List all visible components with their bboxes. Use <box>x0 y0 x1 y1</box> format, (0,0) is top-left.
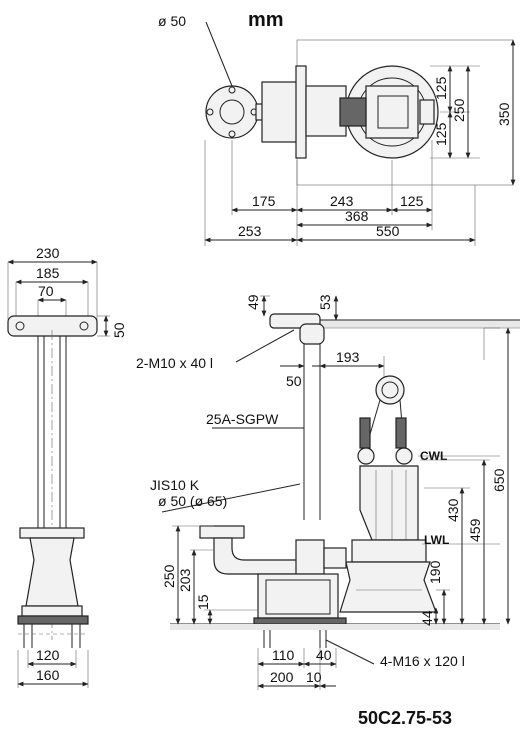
pump-motor <box>359 465 419 541</box>
front-dim-203: 203 <box>177 568 193 592</box>
front-dim-430: 430 <box>445 498 461 522</box>
front-dim-110: 110 <box>272 647 295 663</box>
front-dim-650: 650 <box>491 468 507 492</box>
front-dim-193: 193 <box>336 349 360 365</box>
dim-125-h: 125 <box>400 193 424 209</box>
front-dim-40: 40 <box>316 647 332 663</box>
plan-view: ø 50 mm 175 243 125 368 253 550 125 125 … <box>158 9 516 246</box>
unit-label: mm <box>248 9 284 31</box>
model-number: 50C2.75-53 <box>358 708 452 728</box>
side-dim-160: 160 <box>36 667 60 683</box>
front-dim-53: 53 <box>317 294 333 310</box>
front-dim-250: 250 <box>161 564 177 588</box>
side-dim-120: 120 <box>36 647 60 663</box>
side-dim-185: 185 <box>36 265 60 281</box>
label-cwl: CWL <box>420 449 447 463</box>
side-dim-70: 70 <box>38 283 54 299</box>
dim-243: 243 <box>330 193 354 209</box>
front-dim-44: 44 <box>419 610 435 626</box>
side-dim-230: 230 <box>36 245 60 261</box>
front-dim-200: 200 <box>270 669 294 685</box>
front-view: 49 53 2-M10 x 40 l 50 193 25A-SGPW CWL L… <box>136 294 520 690</box>
dim-368: 368 <box>345 208 369 224</box>
dim-550: 550 <box>376 223 400 239</box>
front-dim-190: 190 <box>427 560 443 584</box>
dim-125-v1: 125 <box>433 76 449 100</box>
dim-350: 350 <box>496 102 512 126</box>
outlet-dia-label: ø 50 <box>158 13 186 29</box>
front-dim-50: 50 <box>286 373 302 389</box>
side-dim-50: 50 <box>111 322 127 338</box>
front-dim-459: 459 <box>467 518 483 542</box>
outlet-flange <box>205 85 259 139</box>
dim-253: 253 <box>238 223 262 239</box>
label-flange-std: JIS10 K <box>150 477 200 493</box>
front-dim-49: 49 <box>245 294 261 310</box>
front-dim-15: 15 <box>195 594 211 610</box>
dim-175: 175 <box>252 193 276 209</box>
pump-casing <box>339 561 437 613</box>
front-dim-10: 10 <box>306 669 322 685</box>
dim-125-v2: 125 <box>433 122 449 146</box>
label-lwl: LWL <box>424 533 449 547</box>
label-guide-pipe: 25A-SGPW <box>206 411 279 427</box>
discharge-flange <box>199 525 245 539</box>
lifting-ring <box>375 375 405 405</box>
label-bolt-top: 2-M10 x 40 l <box>136 355 213 371</box>
dim-250: 250 <box>451 98 467 122</box>
label-flange-dia: ø 50 (ø 65) <box>158 493 227 509</box>
label-bolt-base: 4-M16 x 120 l <box>380 653 465 669</box>
side-view: 230 185 70 50 120 160 <box>7 245 127 688</box>
